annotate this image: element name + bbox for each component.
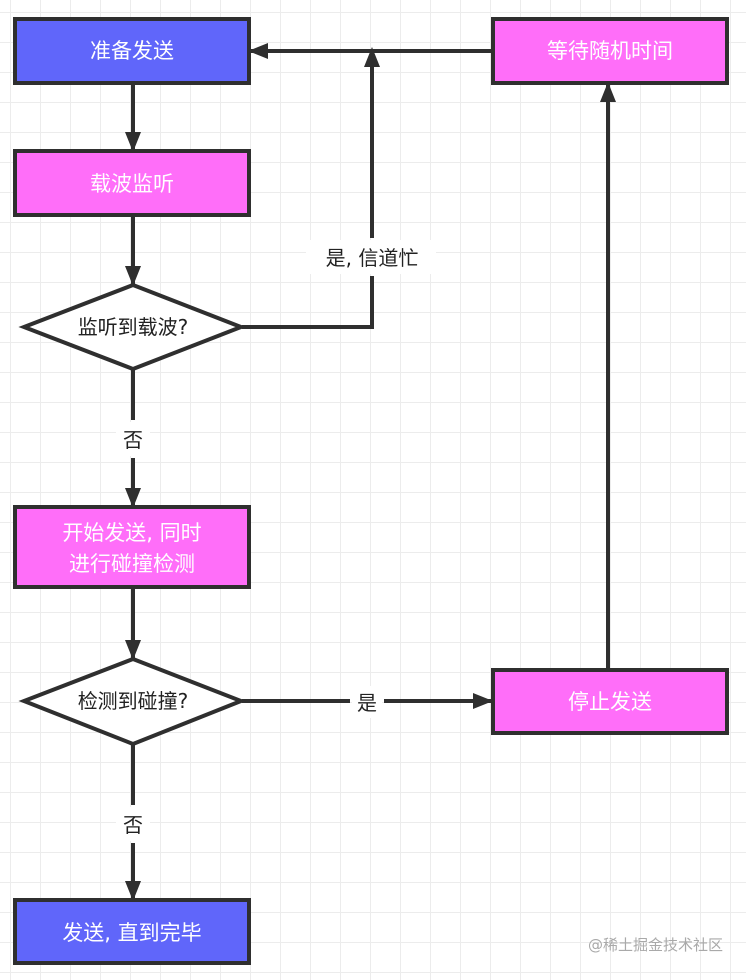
node-stop-send-label: 停止发送	[568, 690, 652, 714]
node-send-until-done-label: 发送, 直到完毕	[62, 921, 201, 945]
node-carrier-detected-decision[interactable]: 监听到载波?	[18, 282, 247, 372]
node-prepare-send-label: 准备发送	[90, 39, 174, 63]
edge-label-collision-yes: 是	[357, 691, 377, 715]
edge-label-no-carrier: 否	[123, 428, 143, 452]
edge-label-busy: 是, 信道忙	[326, 246, 419, 270]
node-wait-random[interactable]: 等待随机时间	[491, 17, 729, 85]
node-carrier-sense-label: 载波监听	[90, 172, 174, 196]
node-stop-send[interactable]: 停止发送	[491, 668, 729, 735]
edge-label-collision-no: 否	[123, 813, 143, 837]
node-carrier-sense[interactable]: 载波监听	[13, 149, 251, 217]
node-carrier-detected-label: 监听到载波?	[78, 315, 189, 339]
node-start-send[interactable]: 开始发送, 同时 进行碰撞检测	[13, 505, 251, 589]
node-send-until-done[interactable]: 发送, 直到完毕	[13, 898, 251, 965]
node-prepare-send[interactable]: 准备发送	[13, 17, 251, 85]
node-wait-random-label: 等待随机时间	[547, 39, 673, 63]
node-start-send-label-line1: 开始发送, 同时	[62, 521, 201, 545]
edge-busy-path-lower	[242, 276, 374, 329]
watermark: @稀土掘金技术社区	[588, 936, 723, 954]
node-collision-detected-decision[interactable]: 检测到碰撞?	[18, 656, 247, 747]
edge-labels: 是, 信道忙 否 是 否	[116, 240, 436, 841]
edges	[125, 43, 616, 901]
node-collision-detected-label: 检测到碰撞?	[78, 689, 189, 713]
node-start-send-label-line2: 进行碰撞检测	[69, 552, 195, 576]
